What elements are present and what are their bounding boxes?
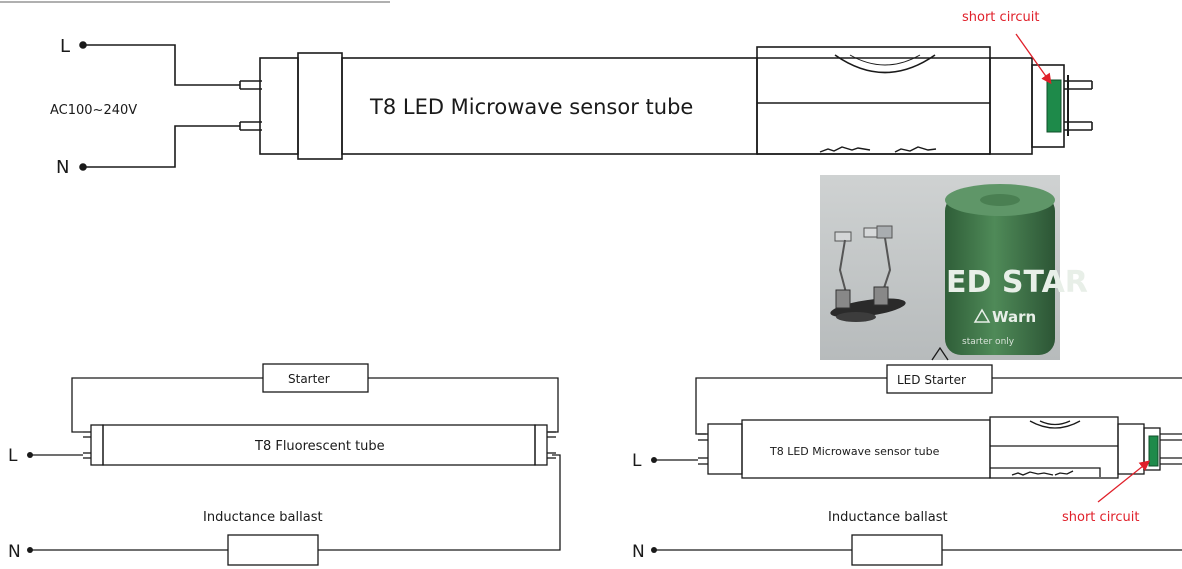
- right-tube-label: T8 LED Microwave sensor tube: [769, 445, 940, 458]
- top-diagram: [79, 41, 1093, 171]
- right-l-dot: [651, 457, 657, 463]
- right-n-dot: [651, 547, 657, 553]
- right-short-block: [1148, 435, 1159, 467]
- starter-can: ED STAR Warn starter only: [945, 184, 1088, 355]
- left-tube-label: T8 Fluorescent tube: [254, 439, 385, 454]
- left-end-cap: [259, 57, 299, 155]
- left-starter-label: Starter: [288, 372, 330, 386]
- voltage-label: AC100~240V: [50, 103, 137, 118]
- led-starter-photo: ED STAR Warn starter only: [820, 175, 1088, 360]
- left-collar: [297, 52, 343, 160]
- right-short-arrow: [1097, 460, 1151, 503]
- left-l-label: L: [8, 446, 18, 466]
- right-ballast-label: Inductance ballast: [828, 510, 948, 525]
- top-n-label: N: [56, 157, 69, 178]
- short-circuit-arrow: [1015, 33, 1052, 85]
- left-ballast-label: Inductance ballast: [203, 510, 323, 525]
- left-n-dot: [27, 547, 33, 553]
- starter-can-warning: Warn: [992, 308, 1036, 326]
- led-starter-box: [886, 364, 993, 394]
- left-n-label: N: [8, 542, 21, 562]
- left-ballast: [227, 534, 319, 566]
- left-diagram: [30, 363, 561, 566]
- l-wire: [83, 44, 240, 86]
- right-l-label: L: [632, 451, 642, 471]
- right-starter-label: LED Starter: [897, 373, 966, 387]
- right-short-circuit-label: short circuit: [1062, 510, 1139, 525]
- short-circuit-block: [1046, 79, 1062, 133]
- top-tube-label: T8 LED Microwave sensor tube: [369, 95, 693, 119]
- starter-can-note: starter only: [962, 337, 1015, 347]
- starter-can-brand: ED STAR: [946, 265, 1088, 300]
- right-diagram: [654, 364, 1182, 566]
- top-short-circuit-label: short circuit: [962, 10, 1039, 25]
- starter-internals: [830, 225, 906, 322]
- left-l-dot: [27, 452, 33, 458]
- photo-pointer: [931, 346, 949, 361]
- top-l-label: L: [60, 36, 70, 57]
- right-ballast: [851, 534, 943, 566]
- n-wire: [83, 125, 240, 168]
- right-n-label: N: [632, 542, 645, 562]
